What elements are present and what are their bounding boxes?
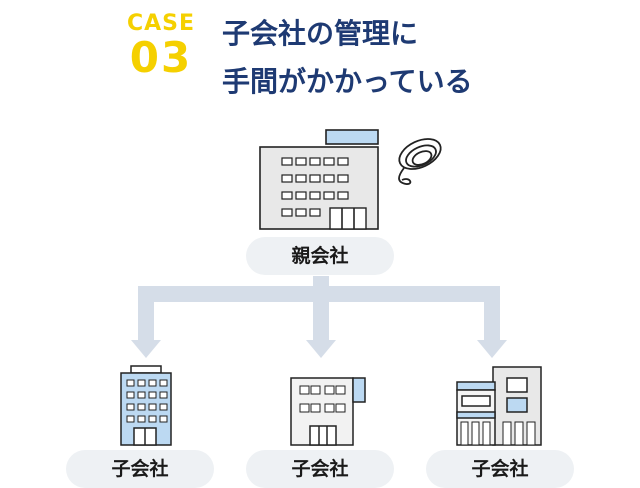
case-title-line-2: 手間がかかっている [222, 65, 473, 98]
case-number: 03 [129, 33, 193, 82]
tower-building-icon [120, 365, 172, 446]
subsidiary-label-3: 子会社 [426, 450, 574, 488]
case-label: CASE [126, 11, 196, 36]
shop-building-icon [456, 366, 542, 446]
subsidiary-label-2: 子会社 [246, 450, 394, 488]
case-badge: CASE 03 [122, 12, 200, 80]
tangled-scribble-icon [398, 138, 442, 185]
subsidiary-label-1: 子会社 [66, 450, 214, 488]
office-building-icon [259, 129, 379, 230]
small-building-icon [290, 377, 366, 446]
case-title: 子会社の管理に 手間がかかっている [222, 10, 473, 106]
connector-arrows [131, 276, 507, 358]
case-title-line-1: 子会社の管理に [222, 17, 419, 50]
parent-company-label: 親会社 [246, 237, 394, 275]
